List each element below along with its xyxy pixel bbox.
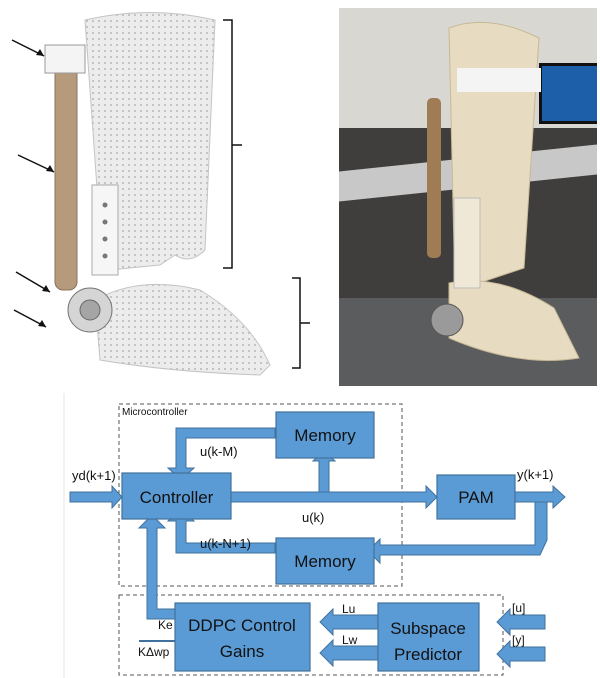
u-k-m-label: u(k-M) (200, 444, 238, 459)
u-input-arrow (496, 607, 546, 637)
lw-arrow (319, 638, 379, 668)
predictor-boundary (118, 594, 504, 676)
gains-arrow-ke (137, 514, 176, 620)
u-input-label: [u] (512, 601, 525, 615)
desk-monitor (539, 63, 597, 124)
lw-label: Lw (342, 633, 358, 647)
orthosis-prototype-photo (339, 8, 597, 386)
y-input-arrow (496, 639, 546, 669)
prototype-drawing (427, 21, 580, 361)
yd-input-arrow (69, 484, 123, 510)
memory-top-block (275, 411, 375, 459)
y-output-arrow (514, 484, 566, 510)
memory-bottom-label: Memory (294, 552, 356, 571)
ddpc-label-line2: Gains (220, 642, 264, 661)
ddpc-label-line1: DDPC Control (188, 616, 296, 635)
lu-arrow (319, 607, 379, 637)
lu-label: Lu (342, 602, 355, 616)
u-k-n1-label: u(k-N+1) (200, 536, 251, 551)
orthosis-cad-drawing (11, 12, 310, 376)
microcontroller-label: Microcontroller (122, 407, 188, 418)
control-output-arrow (230, 484, 438, 510)
block-diagram-svg: Controller Memory Memory PAM DDPC Contro… (63, 393, 570, 678)
memory-bottom-block (275, 537, 375, 585)
ke-label: Ke (158, 618, 173, 632)
y-input-label: [y] (512, 633, 525, 647)
kdwp-label: KΔwp (138, 645, 170, 659)
orthosis-cad-render (0, 0, 335, 390)
memory-top-label: Memory (294, 426, 356, 445)
controller-label: Controller (140, 488, 214, 507)
y-signal-label: y(k+1) (517, 467, 553, 482)
control-block-diagram: Controller Memory Memory PAM DDPC Contro… (0, 393, 600, 678)
ddpc-gains-block (174, 602, 311, 672)
feedback-arrow (367, 501, 548, 565)
u-k-label: u(k) (302, 510, 324, 525)
yd-signal-label: yd(k+1) (72, 468, 116, 483)
pam-block (436, 474, 516, 520)
pam-label: PAM (458, 488, 494, 507)
subspace-label-line2: Predictor (394, 645, 462, 664)
subspace-label-line1: Subspace (390, 619, 466, 638)
subspace-predictor-block (377, 602, 480, 672)
controller-block (121, 472, 232, 520)
